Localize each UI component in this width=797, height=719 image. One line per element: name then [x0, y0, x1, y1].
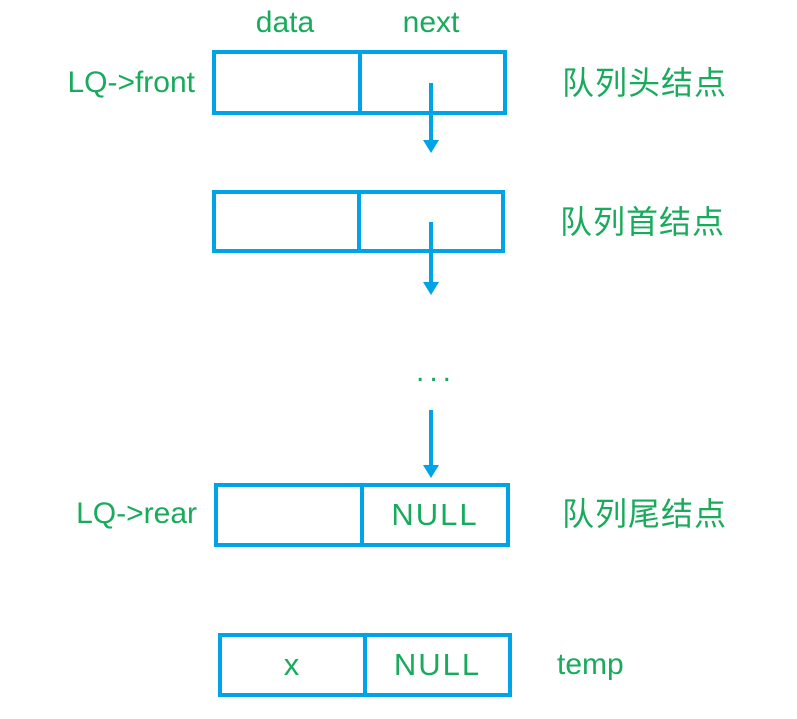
- column-header-data: data: [255, 6, 315, 39]
- ellipsis-more-nodes: ...: [415, 355, 457, 388]
- queue-first-node-data-cell: [216, 194, 357, 249]
- temp-node-data-cell: x: [283, 647, 302, 682]
- arrow-first-to-ellipsis: [423, 222, 439, 295]
- queue-first-node: [212, 190, 505, 253]
- pointer-label-lq-rear: LQ->rear: [76, 497, 197, 530]
- queue-head-node: [212, 50, 507, 115]
- arrow-ellipsis-to-rear: [423, 410, 439, 478]
- pointer-label-lq-front: LQ->front: [67, 66, 195, 99]
- queue-first-node-next-cell: [356, 194, 502, 249]
- side-label-queue-rear-node: 队列尾结点: [562, 496, 728, 532]
- column-header-next: next: [402, 6, 460, 39]
- arrow-head-to-first: [423, 83, 439, 153]
- queue-head-node-data-cell: [216, 54, 358, 111]
- side-label-queue-head-node: 队列头结点: [562, 65, 728, 101]
- queue-rear-node-next-cell: NULL: [360, 487, 506, 543]
- side-label-queue-first-node: 队列首结点: [560, 204, 726, 240]
- queue-rear-node: NULL: [214, 483, 510, 547]
- queue-head-node-next-cell: [357, 54, 504, 111]
- queue-rear-node-data-cell: [218, 487, 360, 543]
- side-label-temp: temp: [557, 648, 624, 681]
- temp-node-next-cell: NULL: [363, 637, 508, 693]
- temp-node: x NULL: [218, 633, 512, 697]
